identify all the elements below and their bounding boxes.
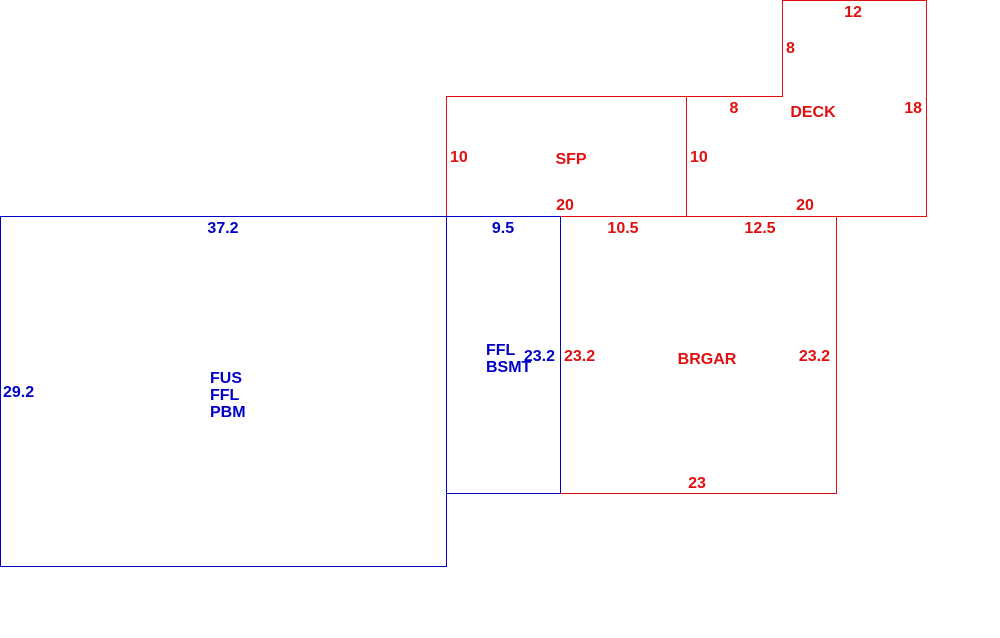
bsmt-dim-top: 9.5 <box>492 220 514 237</box>
deck-dim-notch-horizontal: 8 <box>730 100 739 117</box>
main-dim-top: 37.2 <box>207 220 238 237</box>
bsmt-area-outline <box>446 216 561 494</box>
brgar-label: BRGAR <box>678 351 737 368</box>
main-label-line-1: FUS <box>210 370 242 387</box>
deck-dim-left: 10 <box>690 149 708 166</box>
brgar-dim-right: 23.2 <box>799 348 830 365</box>
brgar-dim-top-left: 10.5 <box>607 220 638 237</box>
brgar-dim-left: 23.2 <box>564 348 595 365</box>
deck-dim-right: 18 <box>904 100 922 117</box>
bsmt-label-line-1: FFL <box>486 342 516 359</box>
main-label-line-3: PBM <box>210 404 246 421</box>
deck-outline <box>686 0 927 217</box>
main-label-line-2: FFL <box>210 387 240 404</box>
bsmt-dim-right: 23.2 <box>524 348 555 365</box>
main-dim-left: 29.2 <box>3 384 34 401</box>
sfp-dim-left: 10 <box>450 149 468 166</box>
brgar-dim-bottom: 23 <box>688 475 706 492</box>
deck-label: DECK <box>790 104 836 121</box>
brgar-dim-top-right: 12.5 <box>744 220 775 237</box>
deck-dim-notch-vertical: 8 <box>786 40 795 57</box>
deck-dim-bottom: 20 <box>796 197 814 214</box>
sfp-outline <box>446 96 687 217</box>
deck-dim-top: 12 <box>844 4 862 21</box>
sfp-label: SFP <box>555 151 586 168</box>
bsmt-label-line-2: BSMT <box>486 359 532 376</box>
sfp-dim-bottom: 20 <box>556 197 574 214</box>
